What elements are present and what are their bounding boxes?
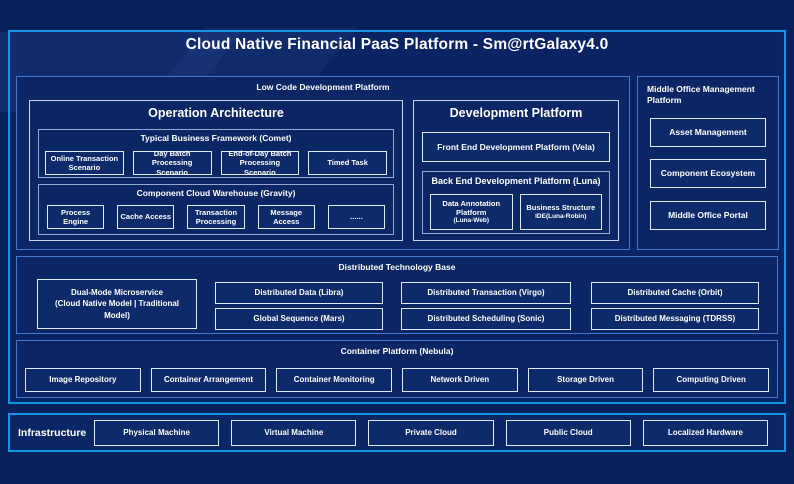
box-front-end-development-platform-vela: Front End Development Platform (Vela) (422, 132, 610, 162)
container-items-row: Image Repository Container Arrangement C… (25, 368, 770, 392)
box-component-ecosystem: Component Ecosystem (650, 159, 766, 188)
back-end-items-row: Data Annotation Platform (Luna-Web) Busi… (430, 194, 602, 230)
infrastructure-label: Infrastructure (18, 426, 87, 439)
box-network-driven: Network Driven (402, 368, 518, 392)
gravity-items-row: Process Engine Cache Access Transaction … (47, 205, 386, 229)
box-global-sequence-mars: Global Sequence (Mars) (215, 308, 383, 330)
group-typical-business-framework-comet: Typical Business Framework (Comet) Onlin… (38, 129, 394, 178)
panel-title: Development Platform (449, 106, 583, 120)
group-title: Back End Development Platform (Luna) (431, 176, 601, 186)
gravity-item: Transaction Processing (187, 205, 245, 229)
comet-item: Timed Task (308, 151, 387, 175)
box-distributed-messaging-tdrss: Distributed Messaging (TDRSS) (591, 308, 759, 330)
box-asset-management: Asset Management (650, 118, 766, 147)
box-middle-office-portal: Middle Office Portal (650, 201, 766, 230)
dual-mode-line2: (Cloud Native Model | Traditional Model) (54, 299, 180, 320)
box-distributed-data-libra: Distributed Data (Libra) (215, 282, 383, 304)
gravity-item: Cache Access (117, 205, 175, 229)
box-storage-driven: Storage Driven (527, 368, 644, 392)
box-computing-driven: Computing Driven (653, 368, 770, 392)
box-distributed-transaction-virgo: Distributed Transaction (Virgo) (401, 282, 571, 304)
box-physical-machine: Physical Machine (94, 419, 220, 446)
panel-operation-architecture: Operation Architecture Typical Business … (29, 100, 403, 241)
back-end-item-code: (Luna-Web) (453, 217, 490, 225)
gravity-item: Process Engine (47, 205, 105, 229)
back-end-item-name: Data Annotation Platform (442, 198, 501, 218)
box-distributed-scheduling-sonic: Distributed Scheduling (Sonic) (401, 308, 571, 330)
box-distributed-cache-orbit: Distributed Cache (Orbit) (591, 282, 759, 304)
section-title: Low Code Development Platform (256, 82, 390, 92)
box-dual-mode-microservice: Dual-Mode Microservice (Cloud Native Mod… (37, 279, 197, 329)
group-title: Component Cloud Warehouse (Gravity) (136, 188, 296, 198)
section-container-platform-nebula: Container Platform (Nebula) Image Reposi… (16, 340, 778, 398)
box-image-repository: Image Repository (25, 368, 141, 392)
section-distributed-technology-base: Distributed Technology Base Dual-Mode Mi… (16, 256, 778, 334)
box-virtual-machine: Virtual Machine (231, 419, 357, 446)
box-public-cloud: Public Cloud (505, 419, 631, 446)
infrastructure-items-row: Physical Machine Virtual Machine Private… (94, 419, 769, 446)
panel-title: Operation Architecture (148, 106, 284, 120)
back-end-item: Data Annotation Platform (Luna-Web) (430, 194, 513, 230)
page-title: Cloud Native Financial PaaS Platform - S… (185, 36, 609, 53)
section-low-code-development-platform: Low Code Development Platform Operation … (16, 76, 630, 250)
comet-item: End-of-Day Batch Processing Scenario (220, 149, 300, 177)
group-back-end-development-platform-luna: Back End Development Platform (Luna) Dat… (422, 171, 610, 234)
section-title: Distributed Technology Base (338, 262, 456, 272)
box-container-monitoring: Container Monitoring (276, 368, 393, 392)
group-title: Typical Business Framework (Comet) (140, 133, 292, 143)
comet-items-row: Online Transaction Scenario Day Batch Pr… (45, 149, 387, 177)
back-end-item: Business Structure IDE(Luna-Robin) (519, 194, 602, 230)
back-end-item-code: IDE(Luna-Robin) (535, 212, 587, 220)
group-component-cloud-warehouse-gravity: Component Cloud Warehouse (Gravity) Proc… (38, 184, 394, 235)
section-middle-office-management-platform: Middle Office Management Platform Asset … (637, 76, 779, 250)
gravity-item: Message Access (257, 205, 315, 229)
comet-item: Day Batch Processing Scenario (132, 149, 212, 177)
section-infrastructure: Infrastructure Physical Machine Virtual … (8, 413, 786, 452)
comet-item: Online Transaction Scenario (45, 151, 124, 175)
box-localized-hardware: Localized Hardware (642, 419, 769, 446)
panel-development-platform: Development Platform Front End Developme… (413, 100, 619, 241)
back-end-item-name: Business Structure (526, 203, 596, 213)
gravity-item: ...... (327, 205, 386, 229)
dual-mode-line1: Dual-Mode Microservice (70, 288, 164, 298)
box-private-cloud: Private Cloud (368, 419, 494, 446)
section-title: Middle Office Management Platform (647, 84, 755, 106)
section-title: Container Platform (Nebula) (340, 346, 454, 356)
box-container-arrangement: Container Arrangement (150, 368, 267, 392)
